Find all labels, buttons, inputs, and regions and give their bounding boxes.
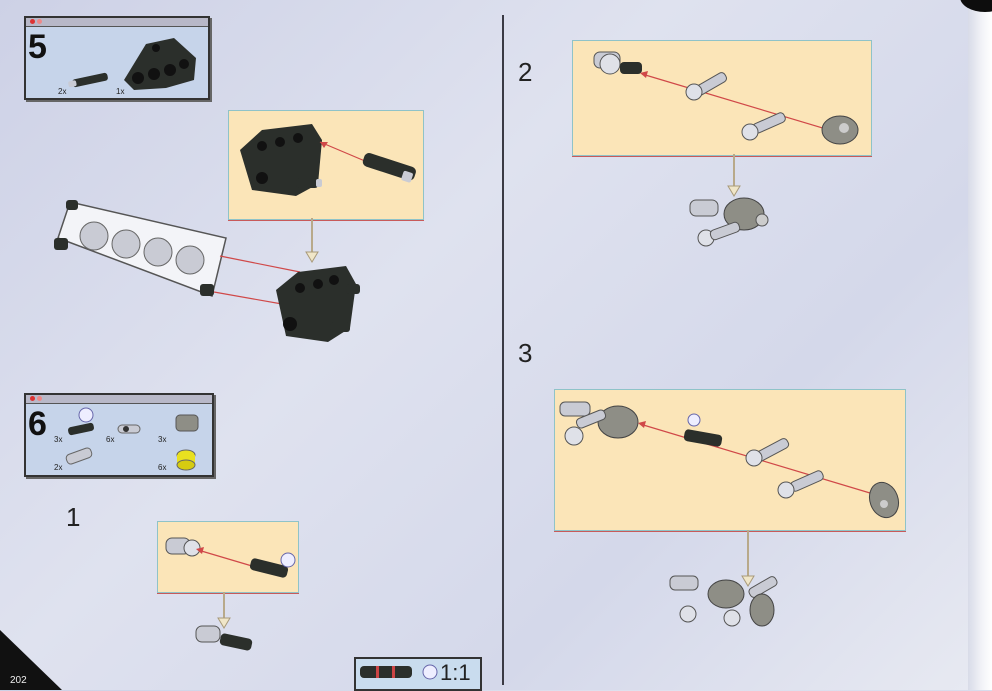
pin-scale-icon bbox=[360, 664, 438, 680]
substep-number: 2 bbox=[518, 57, 533, 87]
yellow-bushing-icon bbox=[176, 449, 196, 471]
substep-number: 3 bbox=[518, 338, 533, 368]
corner-shadow bbox=[960, 0, 992, 12]
part-qty: 6x bbox=[158, 463, 167, 472]
steering-assembly-icon bbox=[689, 197, 769, 247]
scale-label: 1:1 bbox=[440, 660, 471, 685]
substep1-callout-panel bbox=[157, 521, 299, 593]
substep1-assembly bbox=[165, 537, 296, 651]
beam-block-icon bbox=[276, 266, 360, 342]
substep2-assembly bbox=[593, 51, 859, 247]
connector-icon bbox=[117, 424, 141, 434]
pin-icon bbox=[683, 429, 723, 447]
step6-parts-box: 6 3x 6x 3x 2x 6x bbox=[24, 393, 214, 477]
parts-box-titlebar bbox=[26, 395, 212, 404]
axle-ball-joint-icon bbox=[745, 438, 790, 467]
step6-parts-art bbox=[65, 407, 199, 471]
pin-icon bbox=[249, 558, 289, 578]
step-number: 6 bbox=[28, 405, 47, 443]
pin-icon bbox=[68, 422, 94, 436]
titlebar-dot-icon bbox=[30, 396, 35, 401]
substep2-callout-panel bbox=[572, 40, 872, 156]
titlebar-dot-icon bbox=[37, 396, 42, 401]
axle-joiner-icon bbox=[65, 447, 93, 465]
part-qty: 3x bbox=[158, 435, 167, 444]
titlebar-dot-icon bbox=[30, 19, 35, 24]
ball-joint-icon bbox=[741, 112, 786, 141]
steering-assembly-icon bbox=[669, 575, 778, 627]
engine-frame-icon bbox=[54, 200, 227, 298]
pin-icon bbox=[362, 153, 416, 183]
pin-icon bbox=[68, 72, 108, 88]
part-qty: 6x bbox=[106, 435, 115, 444]
substep3-assembly bbox=[559, 401, 900, 627]
parts-box-titlebar bbox=[26, 18, 208, 27]
part-qty: 2x bbox=[54, 463, 63, 472]
part-qty: 1x bbox=[116, 87, 125, 96]
axle-connector-icon bbox=[165, 537, 201, 557]
part-qty: 3x bbox=[54, 435, 63, 444]
ball-joint-icon bbox=[777, 470, 824, 499]
page-number: 202 bbox=[10, 675, 27, 686]
beam-block-icon bbox=[240, 124, 322, 196]
substep-number: 1 bbox=[66, 502, 81, 532]
titlebar-dot-icon bbox=[37, 19, 42, 24]
steering-hub-icon bbox=[868, 481, 900, 519]
page-corner bbox=[0, 630, 62, 690]
bushing-icon bbox=[175, 414, 199, 432]
step5-parts-box: 5 2x 1x bbox=[24, 16, 210, 100]
axle-connector-icon bbox=[195, 625, 253, 651]
step5-assembly bbox=[54, 124, 416, 342]
page-edge bbox=[968, 0, 992, 690]
steering-assembly-icon bbox=[559, 401, 639, 446]
steering-hub-icon bbox=[821, 115, 859, 145]
part-qty: 2x bbox=[58, 87, 67, 96]
page-divider bbox=[502, 15, 504, 685]
axle-connector-icon bbox=[593, 51, 642, 75]
axle-ball-joint-icon bbox=[685, 72, 727, 101]
step-number: 5 bbox=[28, 28, 47, 66]
step5-parts-art bbox=[68, 38, 196, 90]
beam-block-icon bbox=[124, 38, 196, 90]
